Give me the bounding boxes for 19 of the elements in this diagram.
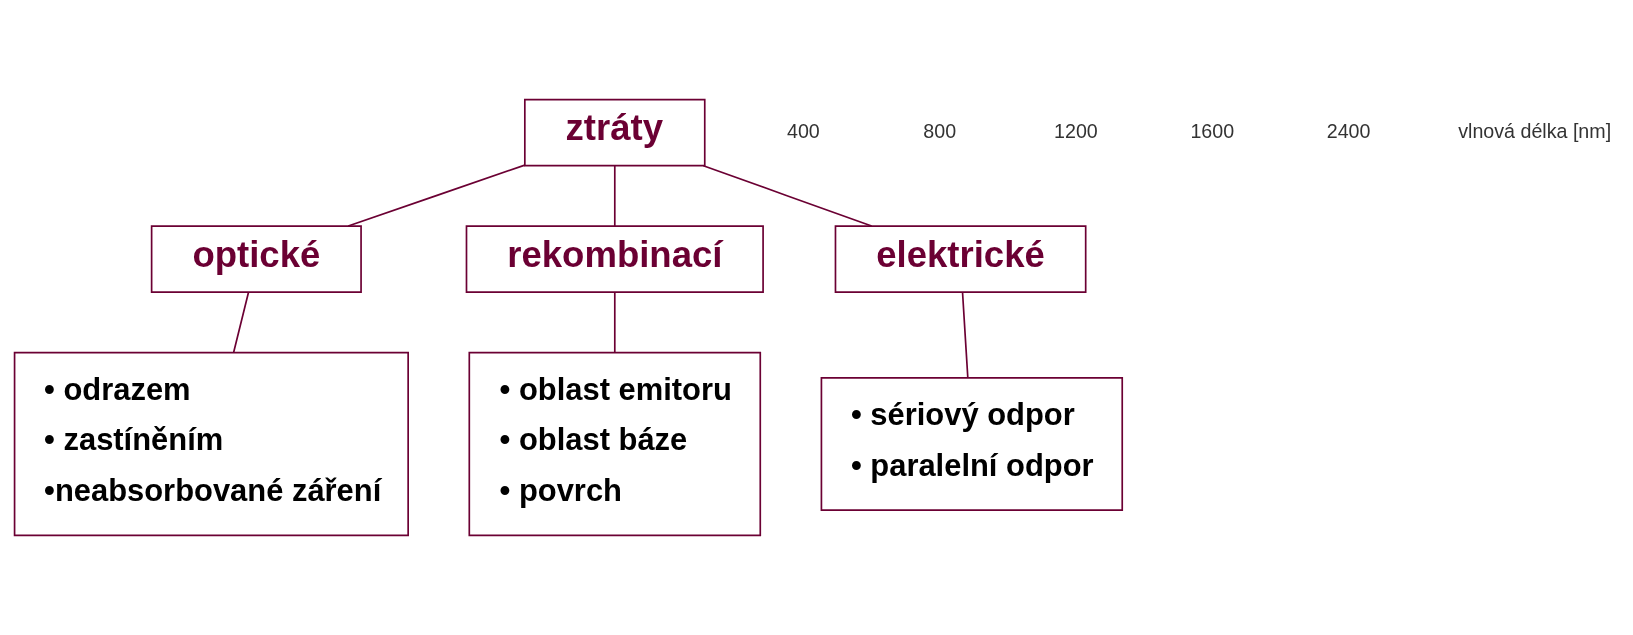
connector — [347, 164, 526, 227]
node-box: ztráty — [524, 98, 706, 167]
node-box: elektrické — [834, 225, 1087, 294]
label: 2400 — [1326, 119, 1371, 142]
connector — [613, 291, 616, 354]
connector — [613, 165, 616, 227]
connector — [702, 164, 873, 227]
label: 800 — [923, 119, 957, 142]
label: 1200 — [1054, 119, 1098, 142]
node-box: • oblast emitoru • oblast báze • povrch — [468, 351, 762, 537]
node-box: optické — [150, 225, 362, 294]
label: 1600 — [1190, 119, 1235, 142]
node-box: rekombinací — [465, 225, 764, 294]
connector — [961, 291, 969, 379]
label: 400 — [786, 119, 820, 142]
label: vlnová délka [nm] — [1458, 119, 1612, 142]
node-box: • sériový odpor • paralelní odpor — [820, 377, 1124, 511]
connector — [232, 291, 250, 354]
node-box: • odrazem • zastíněním •neabsorbované záření — [13, 351, 409, 537]
